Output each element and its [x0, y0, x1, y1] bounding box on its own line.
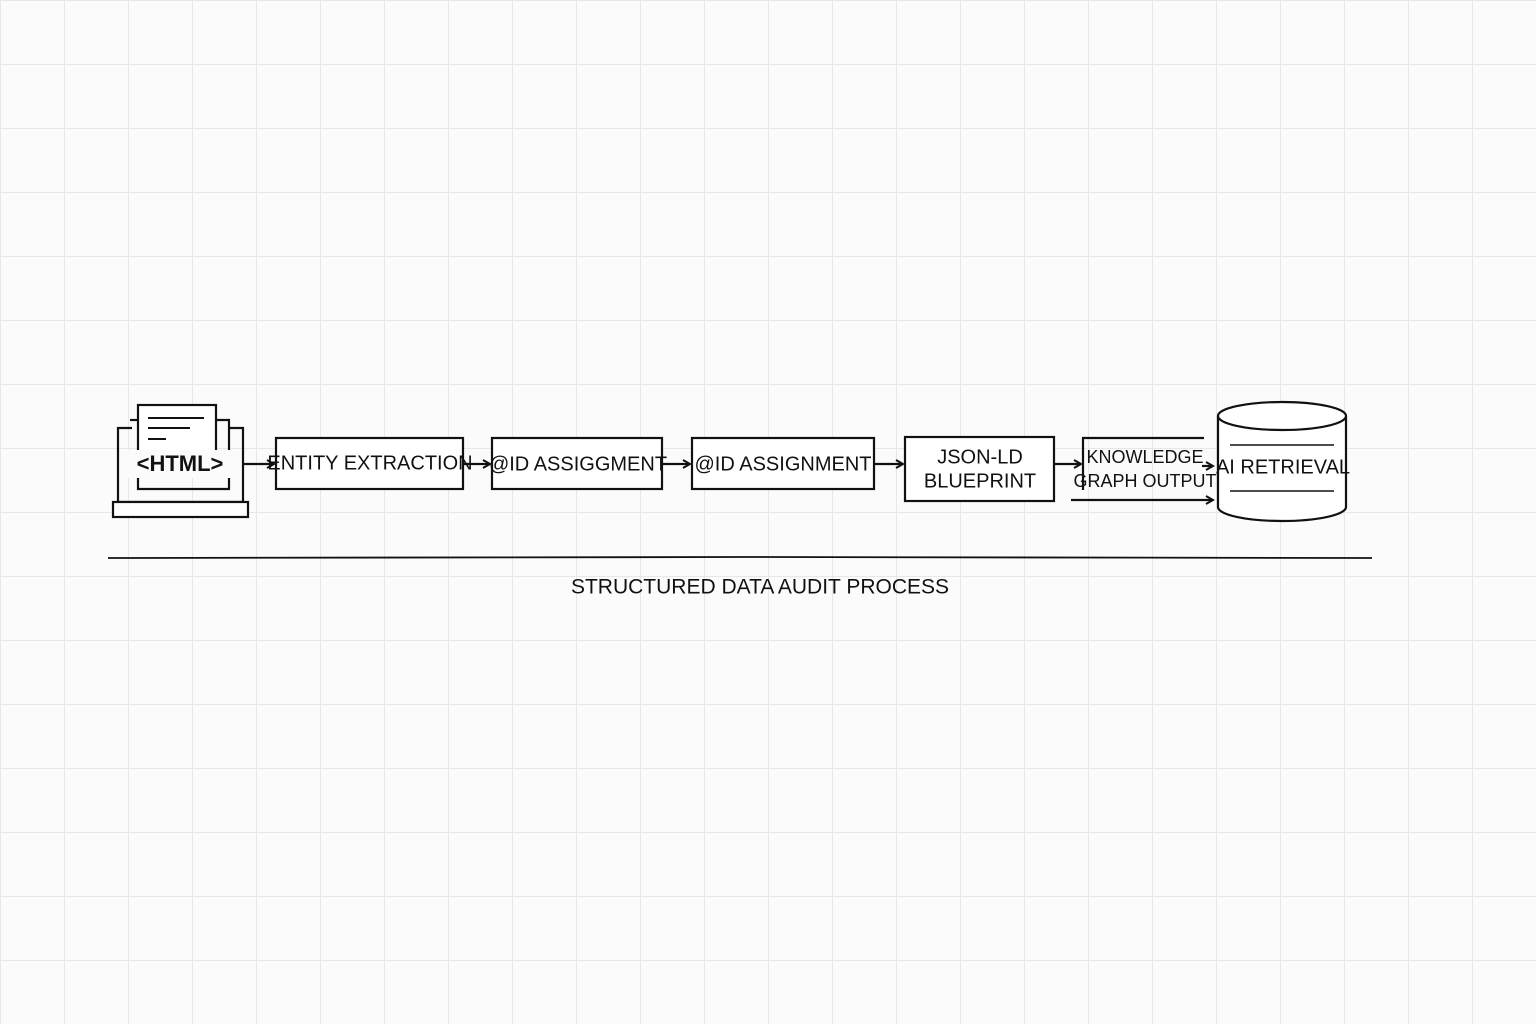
- ai-retrieval-node: AI RETRIEVAL: [1216, 400, 1350, 523]
- diagram-caption: STRUCTURED DATA AUDIT PROCESS: [571, 576, 949, 599]
- step-label: ENTITY EXTRACTION: [267, 452, 472, 474]
- step-label-line2: BLUEPRINT: [924, 470, 1036, 492]
- step-knowledge-graph-output: KNOWLEDGE GRAPH OUTPUT: [1073, 436, 1217, 491]
- step-id-assignment: @ID ASSIGNMENT: [690, 436, 876, 491]
- step-id-assiggment: @ID ASSIGGMENT: [489, 436, 667, 491]
- step-json-ld-blueprint: JSON-LD BLUEPRINT: [903, 435, 1056, 503]
- laptop-document-icon: [111, 403, 250, 519]
- step-label: @ID ASSIGGMENT: [489, 453, 667, 475]
- step-label: @ID ASSIGNMENT: [695, 453, 872, 475]
- html-source-node: <HTML>: [111, 403, 250, 519]
- html-source-label: <HTML>: [137, 451, 224, 476]
- database-icon: [1216, 400, 1348, 523]
- step-label-line2: GRAPH OUTPUT: [1073, 471, 1216, 491]
- ai-retrieval-label: AI RETRIEVAL: [1216, 456, 1350, 478]
- step-label-line1: JSON-LD: [937, 446, 1023, 468]
- divider-line: [107, 556, 1373, 559]
- step-entity-extraction: ENTITY EXTRACTION: [267, 436, 473, 491]
- step-label-line1: KNOWLEDGE: [1086, 447, 1203, 467]
